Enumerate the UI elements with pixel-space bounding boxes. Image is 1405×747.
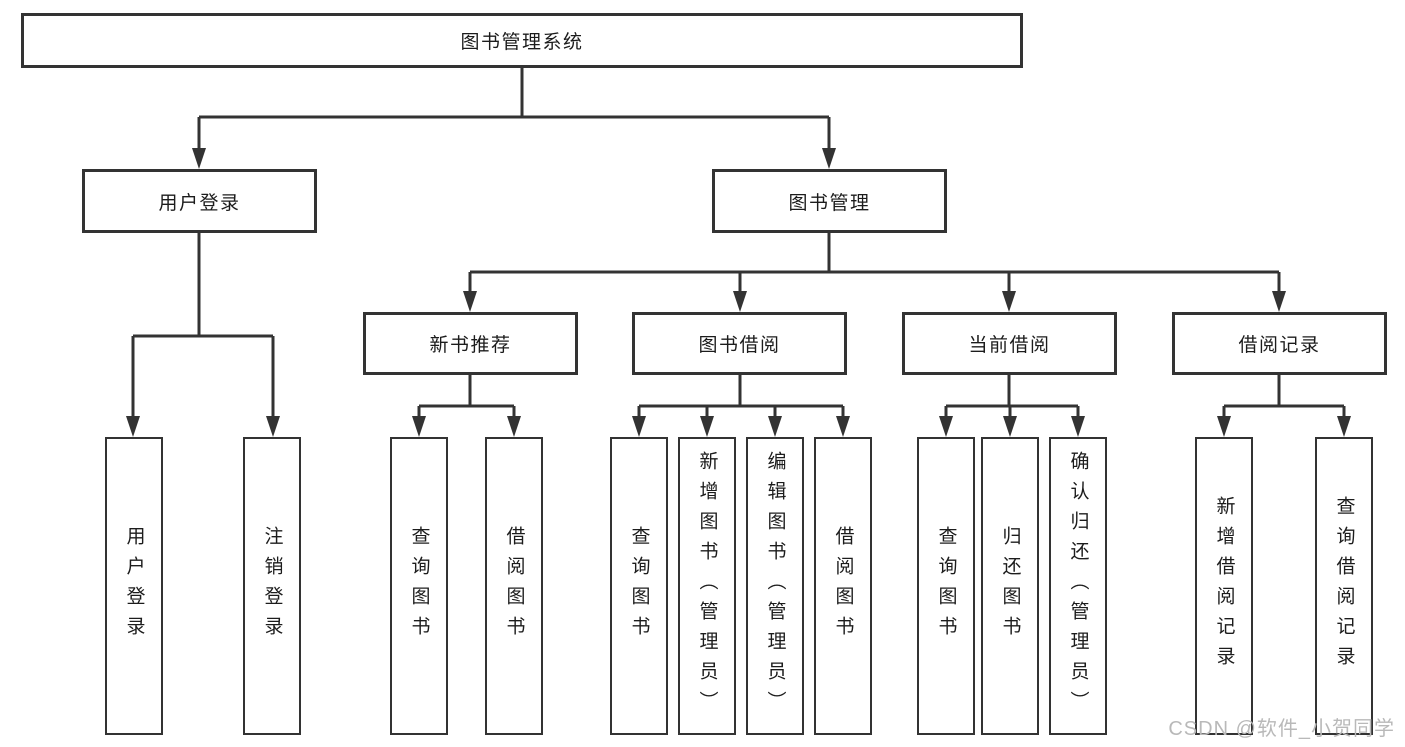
- leaf-return-book-label: 归还图书: [999, 526, 1021, 646]
- node-book-management-label: 图书管理: [788, 192, 871, 214]
- leaf-borrow-book-recommend-label: 借阅图书: [503, 526, 525, 646]
- leaf-query-book-borrow-label: 查询图书: [628, 526, 650, 646]
- node-root-label: 图书管理系统: [460, 32, 584, 53]
- leaf-logout-label: 注销登录: [261, 526, 283, 646]
- leaf-user-login-label: 用户登录: [123, 526, 145, 646]
- watermark: CSDN @软件_小贺同学: [1168, 718, 1395, 740]
- leaf-edit-book-admin-label: 编辑图书（管理员）: [764, 451, 786, 721]
- node-new-book-recommend-label: 新书推荐: [429, 335, 512, 356]
- leaf-borrow-book-label: 借阅图书: [832, 526, 854, 646]
- leaf-user-login: 用户登录: [105, 437, 163, 735]
- arrowhead-group: [126, 148, 1351, 437]
- leaf-query-borrow-record-label: 查询借阅记录: [1333, 496, 1355, 676]
- node-new-book-recommend: 新书推荐: [363, 312, 578, 375]
- leaf-add-borrow-record: 新增借阅记录: [1195, 437, 1253, 735]
- leaf-edit-book-admin: 编辑图书（管理员）: [746, 437, 804, 735]
- leaf-logout: 注销登录: [243, 437, 301, 735]
- node-user-login: 用户登录: [82, 169, 317, 233]
- node-current-borrow-label: 当前借阅: [968, 335, 1051, 356]
- leaf-query-book-recommend: 查询图书: [390, 437, 448, 735]
- leaf-query-book-recommend-label: 查询图书: [408, 526, 430, 646]
- node-root: 图书管理系统: [21, 13, 1023, 68]
- leaf-borrow-book: 借阅图书: [814, 437, 872, 735]
- node-book-borrow: 图书借阅: [632, 312, 847, 375]
- leaf-query-book-current-label: 查询图书: [935, 526, 957, 646]
- leaf-add-book-admin-label: 新增图书（管理员）: [696, 451, 718, 721]
- node-borrow-record: 借阅记录: [1172, 312, 1387, 375]
- leaf-confirm-return-admin-label: 确认归还（管理员）: [1067, 451, 1089, 721]
- leaf-query-book-current: 查询图书: [917, 437, 975, 735]
- node-current-borrow: 当前借阅: [902, 312, 1117, 375]
- node-book-borrow-label: 图书借阅: [698, 335, 781, 356]
- node-user-login-label: 用户登录: [158, 192, 241, 214]
- leaf-add-book-admin: 新增图书（管理员）: [678, 437, 736, 735]
- leaf-confirm-return-admin: 确认归还（管理员）: [1049, 437, 1107, 735]
- node-borrow-record-label: 借阅记录: [1238, 335, 1321, 356]
- leaf-return-book: 归还图书: [981, 437, 1039, 735]
- leaf-add-borrow-record-label: 新增借阅记录: [1213, 496, 1235, 676]
- leaf-query-book-borrow: 查询图书: [610, 437, 668, 735]
- leaf-query-borrow-record: 查询借阅记录: [1315, 437, 1373, 735]
- leaf-borrow-book-recommend: 借阅图书: [485, 437, 543, 735]
- node-book-management: 图书管理: [712, 169, 947, 233]
